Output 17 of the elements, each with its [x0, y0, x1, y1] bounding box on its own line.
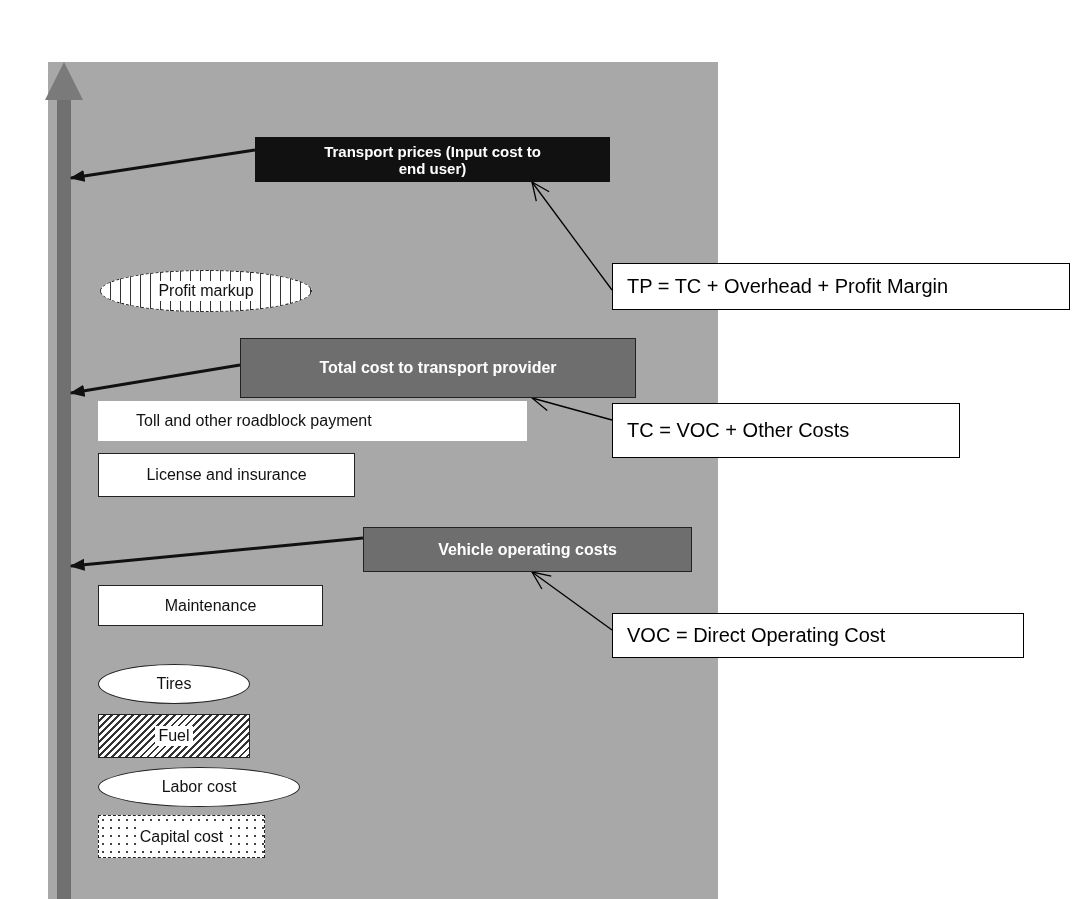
cost-box: License and insurance: [98, 453, 355, 497]
cost-box: Maintenance: [98, 585, 323, 626]
arrow: [69, 148, 256, 182]
arrow: [531, 181, 613, 291]
formula-callout: TC = VOC + Other Costs: [612, 403, 960, 458]
cost-box: Capital cost: [98, 815, 265, 858]
cost-box: Vehicle operating costs: [363, 527, 692, 572]
upward-arrow: [45, 62, 83, 899]
formula-callout: TP = TC + Overhead + Profit Margin: [612, 263, 1070, 310]
cost-box: Total cost to transport provider: [240, 338, 636, 398]
price-box: Transport prices (Input cost to end user): [255, 137, 610, 182]
cost-box: Toll and other roadblock payment: [98, 401, 527, 441]
formula-callout: VOC = Direct Operating Cost: [612, 613, 1024, 658]
arrow: [531, 571, 613, 631]
arrow: [69, 363, 241, 397]
arrow: [69, 536, 364, 571]
cost-box: Fuel: [98, 714, 250, 758]
